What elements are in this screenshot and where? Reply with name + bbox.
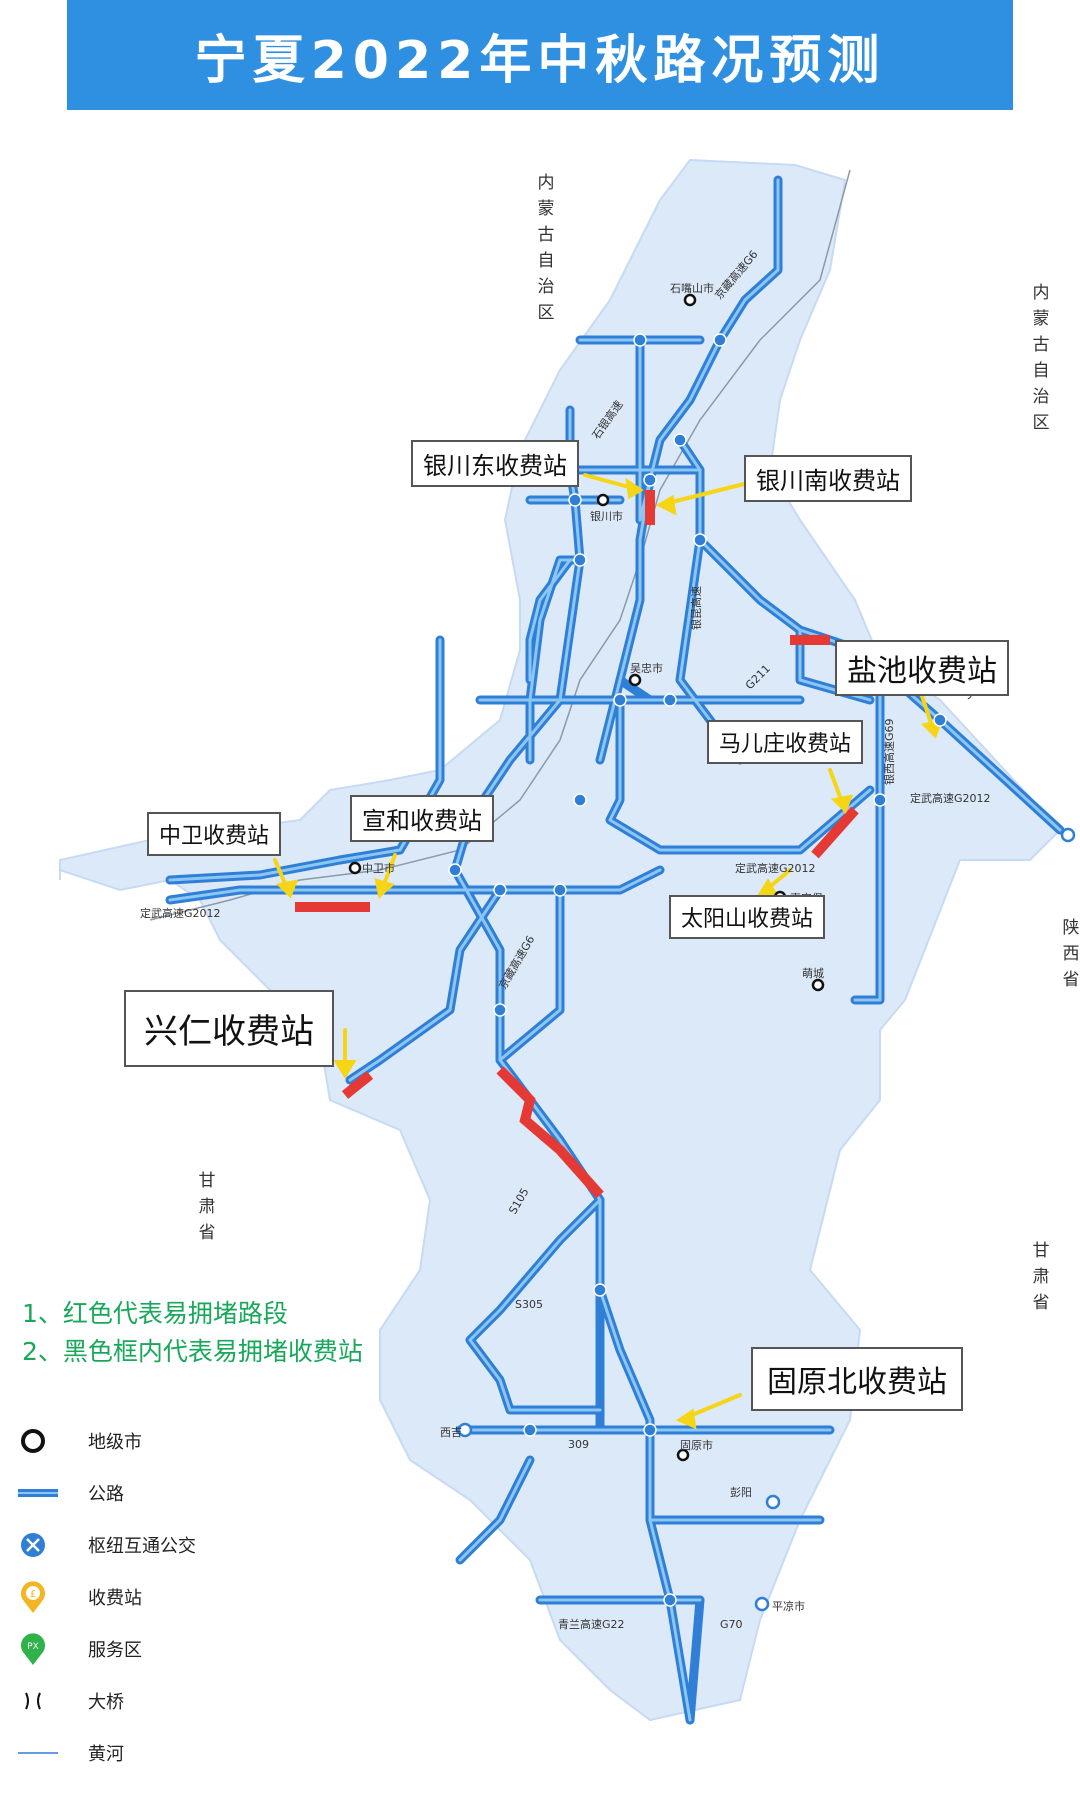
road-label-dingwu-left: 定武高速G2012 — [140, 906, 221, 920]
city-label-pingliang: 平凉市 — [772, 1600, 805, 1613]
river-line-icon — [18, 1752, 58, 1754]
callout-guyuan-north: 固原北收费站 — [751, 1347, 963, 1411]
city-label-wuzhong: 吴忠市 — [630, 662, 663, 675]
note-black-box: 2、黑色框内代表易拥堵收费站 — [22, 1337, 363, 1366]
legend-item-road: 公路 — [18, 1473, 124, 1513]
region-inner-mongolia-top: 内蒙古自治区 — [537, 173, 555, 323]
road-label-g70: G70 — [720, 1618, 743, 1631]
road-label-s305: S305 — [515, 1298, 543, 1311]
title-banner: 宁夏2022年中秋路况预测 — [67, 0, 1013, 110]
legend-item-service: PX 服务区 — [18, 1629, 142, 1669]
legend-item-hub: 枢纽互通公交 — [18, 1525, 196, 1565]
congested-g6-south — [496, 1066, 604, 1199]
city-pengyang-marker — [765, 1494, 781, 1510]
region-inner-mongolia-right: 内蒙古自治区 — [1032, 283, 1050, 433]
city-guyuan-edge-marker — [1060, 827, 1076, 843]
hub-interchanges — [448, 333, 947, 1607]
legend-label-toll: 收费站 — [88, 1588, 142, 1609]
region-gansu-left: 甘肃省 — [198, 1171, 216, 1243]
city-zhongwei-marker — [348, 861, 362, 875]
city-label-yinchuan: 银川市 — [590, 510, 623, 523]
region-shaanxi: 陕西省 — [1062, 918, 1080, 990]
hub-interchange-icon — [21, 1533, 45, 1557]
yellow-river — [149, 169, 851, 921]
city-label-xiji: 西吉 — [440, 1426, 462, 1439]
city-guyuan-marker — [676, 1448, 690, 1462]
callout-zhongwei: 中卫收费站 — [147, 812, 282, 856]
city-mengcheng-marker — [811, 978, 825, 992]
road-label-yinkun: 银昆高速 — [689, 586, 703, 630]
city-shizuishan-marker — [683, 293, 697, 307]
toll-station-icon: £ — [21, 1581, 45, 1613]
legend-label-river: 黄河 — [88, 1744, 124, 1765]
road-label-309: 309 — [568, 1438, 589, 1451]
legend-label-road: 公路 — [88, 1484, 124, 1505]
callout-taiyangshan: 太阳山收费站 — [669, 895, 826, 939]
city-label-zhongwei: 中卫市 — [362, 862, 395, 875]
callout-xuanhe: 宣和收费站 — [350, 795, 494, 842]
congested-segments — [295, 490, 859, 1199]
city-wuzhong-marker — [628, 673, 642, 687]
city-ring-icon — [21, 1429, 45, 1453]
region-gansu-right: 甘肃省 — [1032, 1241, 1050, 1313]
congested-xingren — [341, 1071, 374, 1099]
road-line-icon — [18, 1489, 58, 1497]
congested-marzhuang — [811, 806, 859, 859]
page-title: 宁夏2022年中秋路况预测 — [194, 30, 886, 91]
callout-arrows — [273, 473, 944, 1430]
callout-yinchuan-south: 银川南收费站 — [744, 455, 912, 502]
svg-text:PX: PX — [27, 1642, 39, 1652]
callout-yanchi: 盐池收费站 — [835, 640, 1009, 696]
callout-xingren: 兴仁收费站 — [124, 990, 334, 1067]
callout-marzhuang: 马儿庄收费站 — [707, 720, 864, 764]
city-yinchuan-marker — [596, 493, 610, 507]
city-label-guyuan: 固原市 — [680, 1439, 713, 1452]
city-label-mengcheng: 萌城 — [802, 967, 824, 980]
legend-label-city: 地级市 — [88, 1432, 142, 1453]
city-label-pengyang: 彭阳 — [730, 1486, 752, 1499]
legend-item-city: 地级市 — [18, 1421, 142, 1461]
svg-text:£: £ — [30, 1589, 36, 1600]
bridge-icon — [25, 1692, 41, 1710]
city-label-shizuishan: 石嘴山市 — [670, 282, 714, 295]
note-red-segments: 1、红色代表易拥堵路段 — [22, 1299, 288, 1328]
service-area-icon: PX — [21, 1633, 45, 1665]
road-label-dingwu-right: 定武高速G2012 — [910, 791, 991, 805]
legend-label-bridge: 大桥 — [88, 1692, 124, 1713]
callout-yinchuan-east: 银川东收费站 — [411, 440, 579, 487]
road-label-qinglan: 青兰高速G22 — [558, 1617, 625, 1631]
road-label-dingwu-mid: 定武高速G2012 — [735, 861, 816, 875]
legend-item-bridge: 大桥 — [18, 1681, 124, 1721]
legend-label-hub: 枢纽互通公交 — [88, 1536, 196, 1557]
road-label-yanzhong: 银西高速G69 — [882, 718, 896, 785]
legend-item-river: 黄河 — [18, 1733, 124, 1773]
city-xiji-marker — [457, 1422, 473, 1438]
legend-label-service: 服务区 — [88, 1640, 142, 1661]
legend-item-toll: £ 收费站 — [18, 1577, 142, 1617]
city-pingliang-marker — [754, 1596, 770, 1612]
